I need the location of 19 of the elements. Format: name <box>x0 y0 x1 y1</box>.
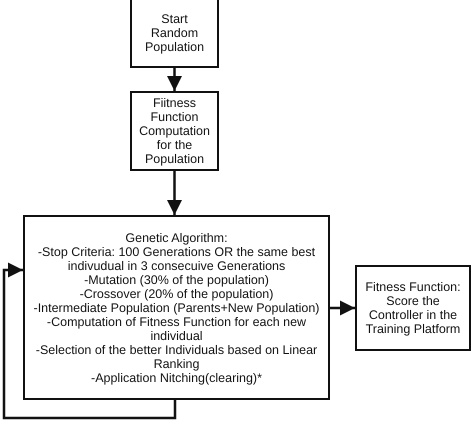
box-text: Start Random Population <box>144 12 206 54</box>
arrow <box>167 68 182 91</box>
process-box <box>355 265 471 351</box>
box-text: -Computation of Fitness Function for each new individual <box>46 314 306 342</box>
box-text: -Application Nitching(clearing)* <box>91 370 262 384</box>
process-box <box>130 91 219 171</box>
process-box <box>130 0 219 68</box>
box-text: Fitness Function: Score the Controller in the Training Platform <box>364 280 462 336</box>
process-box <box>23 215 330 400</box>
arrow <box>2 262 176 420</box>
box-text: -Selection of the better Individuals based on Linear Ranking <box>34 342 318 370</box>
box-text: -Crossover (20% of the population) <box>80 286 274 300</box>
arrow <box>330 300 355 316</box>
box-text: -Stop Criteria: 100 Generations OR the same best indivudual in 3 consecuive Generations <box>36 244 316 272</box>
box-text: -Intermediate Population (Parents+New Population) <box>34 300 320 314</box>
arrow <box>167 171 182 215</box>
box-heading: Genetic Algorithm: <box>125 230 228 244</box>
box-text: Fiitness Function Computation for the Population <box>138 96 211 166</box>
box-text: -Mutation (30% of the population) <box>84 272 269 286</box>
